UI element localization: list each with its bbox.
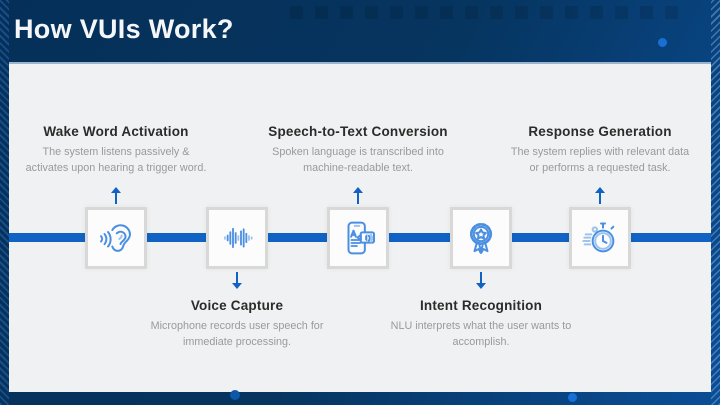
step-description: NLU interprets what the user wants to ac… xyxy=(390,320,572,349)
slide-header: How VUIs Work? xyxy=(0,0,720,62)
left-edge-pattern xyxy=(0,0,9,405)
step-title: Wake Word Activation xyxy=(43,124,189,139)
step-speech-to-text: Speech-to-Text Conversion Spoken languag… xyxy=(257,124,459,176)
step-title: Intent Recognition xyxy=(419,298,543,313)
accent-dot-top xyxy=(658,38,667,47)
ear-listening-icon xyxy=(96,218,136,258)
step-response-generation: Response Generation The system replies w… xyxy=(499,124,701,176)
icon-box-speech-to-text xyxy=(327,207,389,269)
step-voice-capture: Voice Capture Microphone records user sp… xyxy=(136,298,338,350)
step-description: Microphone records user speech for immed… xyxy=(150,320,324,349)
arrow-down-icon xyxy=(476,272,486,289)
stopwatch-icon xyxy=(580,218,620,258)
step-title: Voice Capture xyxy=(190,298,284,313)
arrow-up-icon xyxy=(111,187,121,204)
arrow-up-icon xyxy=(595,187,605,204)
audio-waveform-icon xyxy=(217,218,257,258)
speech-to-text-phone-icon xyxy=(338,218,378,258)
accent-dot-bottom xyxy=(568,393,577,402)
award-ribbon-icon xyxy=(461,218,501,258)
slide-title: How VUIs Work? xyxy=(14,14,234,44)
step-title: Response Generation xyxy=(528,124,672,139)
icon-box-wake-word xyxy=(85,207,147,269)
step-description: The system replies with relevant data or… xyxy=(510,146,690,175)
step-wake-word-activation: Wake Word Activation The system listens … xyxy=(15,124,217,176)
step-title: Speech-to-Text Conversion xyxy=(268,124,448,139)
arrow-down-icon xyxy=(232,272,242,289)
icon-box-intent-recognition xyxy=(450,207,512,269)
icon-box-voice-capture xyxy=(206,207,268,269)
step-description: The system listens passively & activates… xyxy=(25,146,207,175)
step-intent-recognition: Intent Recognition NLU interprets what t… xyxy=(380,298,582,350)
arrow-up-icon xyxy=(353,187,363,204)
icon-box-response-generation xyxy=(569,207,631,269)
content-panel: Wake Word Activation The system listens … xyxy=(9,62,711,392)
step-description: Spoken language is transcribed into mach… xyxy=(272,146,444,175)
right-edge-pattern xyxy=(711,0,720,405)
accent-dot-panel-edge xyxy=(230,390,240,400)
